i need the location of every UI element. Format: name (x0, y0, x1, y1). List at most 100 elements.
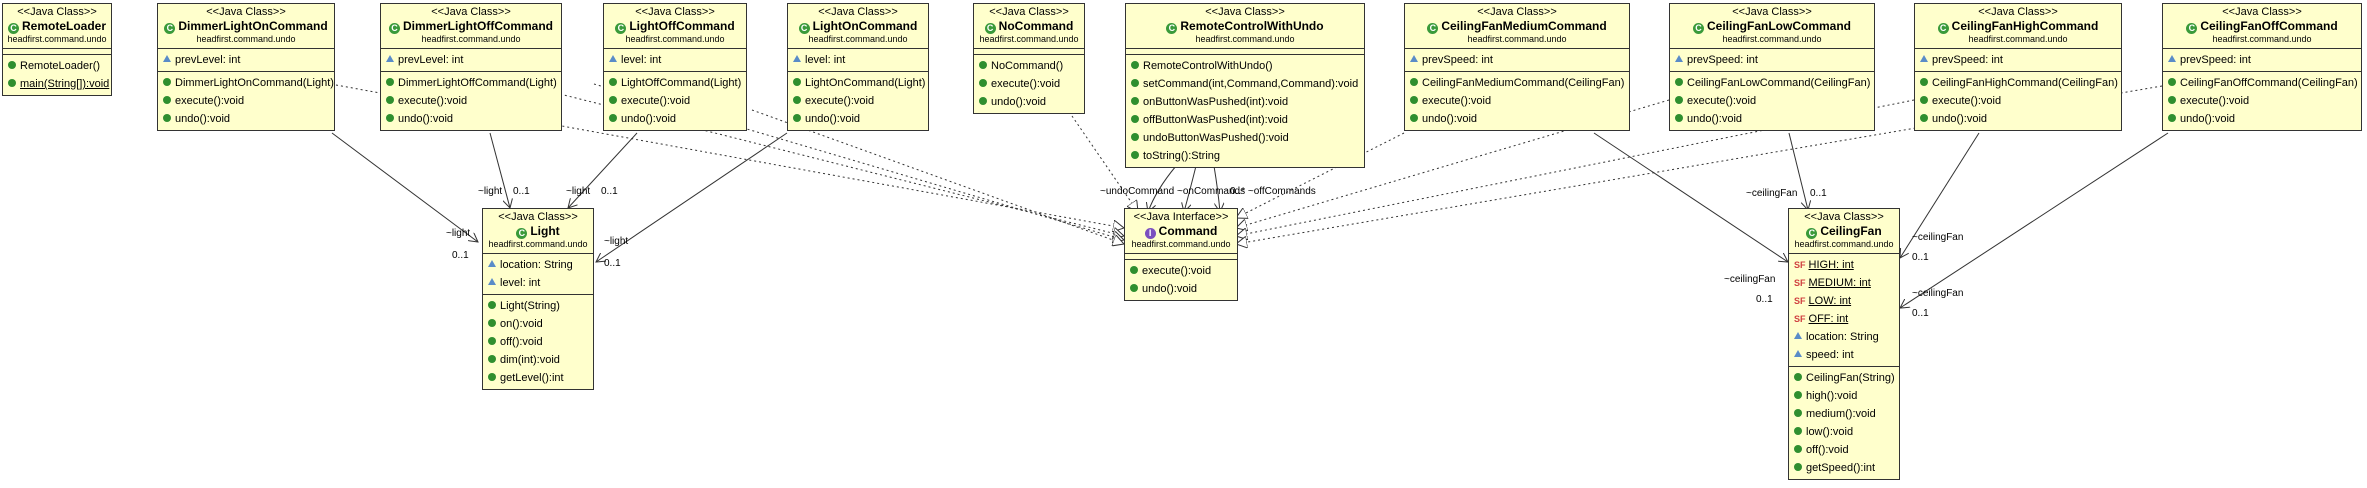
field-row[interactable]: level: int (788, 51, 928, 69)
stereotype-label: <<Java Class>> (989, 6, 1069, 18)
method-text: LightOnCommand(Light) (805, 77, 926, 89)
method-row[interactable]: high():void (1789, 387, 1899, 405)
method-text: RemoteLoader() (20, 60, 101, 72)
method-row[interactable]: NoCommand() (974, 57, 1084, 75)
field-icon (2168, 55, 2176, 62)
field-row[interactable]: prevLevel: int (158, 51, 334, 69)
method-row[interactable]: off():void (483, 333, 593, 351)
method-row[interactable]: undo():void (158, 110, 334, 128)
field-row[interactable]: prevSpeed: int (1405, 51, 1629, 69)
method-row[interactable]: CeilingFan(String) (1789, 369, 1899, 387)
fields-section: prevSpeed: int (1915, 49, 2121, 72)
method-row[interactable]: execute():void (788, 92, 928, 110)
method-row[interactable]: execute():void (1670, 92, 1874, 110)
method-icon (793, 78, 801, 86)
stereotype-label: <<Java Class>> (498, 211, 578, 223)
method-row[interactable]: RemoteControlWithUndo() (1126, 57, 1364, 75)
method-row[interactable]: execute():void (2163, 92, 2361, 110)
method-row[interactable]: undo():void (974, 93, 1084, 111)
method-row[interactable]: undo():void (604, 110, 746, 128)
method-row[interactable]: execute():void (974, 75, 1084, 93)
method-row[interactable]: CeilingFanMediumCommand(CeilingFan) (1405, 74, 1629, 92)
method-icon (386, 96, 394, 104)
method-row[interactable]: DimmerLightOffCommand(Light) (381, 74, 561, 92)
edge-label-fan-role: ~ceilingFan (1912, 288, 1964, 299)
method-row[interactable]: dim(int):void (483, 351, 593, 369)
method-row[interactable]: offButtonWasPushed(int):void (1126, 111, 1364, 129)
method-row[interactable]: getLevel():int (483, 369, 593, 387)
method-row[interactable]: CeilingFanHighCommand(CeilingFan) (1915, 74, 2121, 92)
method-row[interactable]: undo():void (1670, 110, 1874, 128)
field-row[interactable]: speed: int (1789, 346, 1899, 364)
method-row[interactable]: low():void (1789, 423, 1899, 441)
fields-section (974, 49, 1084, 55)
method-row[interactable]: undo():void (1915, 110, 2121, 128)
method-icon (1794, 427, 1802, 435)
method-row[interactable]: execute():void (1405, 92, 1629, 110)
method-row[interactable]: setCommand(int,Command,Command):void (1126, 75, 1364, 93)
field-row[interactable]: prevSpeed: int (1915, 51, 2121, 69)
field-row[interactable]: prevLevel: int (381, 51, 561, 69)
method-row[interactable]: DimmerLightOnCommand(Light) (158, 74, 334, 92)
method-row[interactable]: undo():void (788, 110, 928, 128)
method-text: DimmerLightOffCommand(Light) (398, 77, 557, 89)
method-row[interactable]: undo():void (1405, 110, 1629, 128)
edge-label-remote-mult: 0..* (1230, 186, 1246, 197)
method-row[interactable]: onButtonWasPushed(int):void (1126, 93, 1364, 111)
field-text: prevSpeed: int (2180, 54, 2251, 66)
field-text: prevSpeed: int (1932, 54, 2003, 66)
method-row[interactable]: CeilingFanOffCommand(CeilingFan) (2163, 74, 2361, 92)
method-text: high():void (1806, 390, 1858, 402)
method-row[interactable]: execute():void (604, 92, 746, 110)
field-row[interactable]: prevSpeed: int (1670, 51, 1874, 69)
method-row[interactable]: execute():void (381, 92, 561, 110)
field-row[interactable]: level: int (604, 51, 746, 69)
method-row[interactable]: execute():void (158, 92, 334, 110)
method-row[interactable]: undo():void (381, 110, 561, 128)
edge-dimmer-on-to-light (331, 132, 478, 242)
method-row[interactable]: execute():void (1125, 262, 1237, 280)
method-row[interactable]: undo():void (2163, 110, 2361, 128)
method-row[interactable]: on():void (483, 315, 593, 333)
method-row[interactable]: medium():void (1789, 405, 1899, 423)
method-row[interactable]: execute():void (1915, 92, 2121, 110)
method-row[interactable]: main(String[]):void (3, 75, 111, 93)
method-row[interactable]: LightOnCommand(Light) (788, 74, 928, 92)
method-row[interactable]: RemoteLoader() (3, 57, 111, 75)
method-row[interactable]: Light(String) (483, 297, 593, 315)
method-icon (2168, 96, 2176, 104)
field-row[interactable]: location: String (1789, 328, 1899, 346)
method-text: execute():void (398, 95, 468, 107)
field-row[interactable]: location: String (483, 256, 593, 274)
method-row[interactable]: undo():void (1125, 280, 1237, 298)
field-row[interactable]: prevSpeed: int (2163, 51, 2361, 69)
method-row[interactable]: toString():String (1126, 147, 1364, 165)
field-row[interactable]: level: int (483, 274, 593, 292)
method-row[interactable]: off():void (1789, 441, 1899, 459)
method-row[interactable]: LightOffCommand(Light) (604, 74, 746, 92)
method-row[interactable]: getSpeed():int (1789, 459, 1899, 477)
method-row[interactable]: undoButtonWasPushed():void (1126, 129, 1364, 147)
method-row[interactable]: CeilingFanLowCommand(CeilingFan) (1670, 74, 1874, 92)
